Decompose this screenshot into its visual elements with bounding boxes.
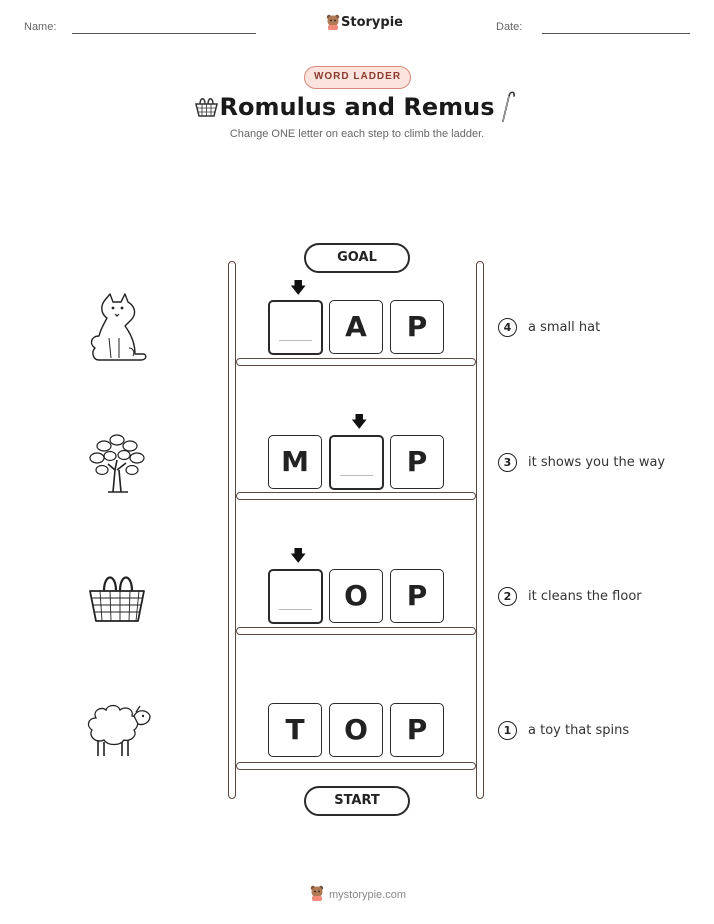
- storypie-logo-icon: [310, 885, 324, 901]
- footer-url[interactable]: mystorypie.com: [329, 889, 407, 901]
- letter-tile: A: [329, 300, 383, 354]
- clue-text: a toy that spins: [528, 723, 630, 738]
- step-number: 3: [498, 453, 517, 472]
- instructions: Change ONE letter on each step to climb …: [229, 128, 485, 140]
- change-arrow-icon: 🡇: [290, 280, 307, 297]
- name-label: Name:: [24, 21, 57, 33]
- word-ladder-badge: WORD LADDER: [304, 66, 411, 89]
- tree-icon: [86, 430, 148, 494]
- letter-tile: T: [268, 703, 322, 757]
- letter-blank[interactable]: [268, 300, 323, 355]
- clue-text: it cleans the floor: [528, 589, 642, 604]
- letter-tile: P: [390, 300, 444, 354]
- change-arrow-icon: 🡇: [351, 414, 368, 431]
- ladder-rung: [236, 627, 476, 635]
- letter-tile: P: [390, 569, 444, 623]
- basket-icon: [193, 94, 220, 118]
- page-title: Romulus and Remus: [219, 93, 495, 121]
- name-line[interactable]: [72, 33, 256, 34]
- ladder-rail-left: [228, 261, 236, 799]
- clue-text: it shows you the way: [528, 455, 666, 470]
- date-label: Date:: [496, 21, 523, 33]
- letter-tile: M: [268, 435, 322, 489]
- ladder-rung: [236, 762, 476, 770]
- ladder-rail-right: [476, 261, 484, 799]
- wolf-icon: [85, 292, 149, 364]
- step-number: 2: [498, 587, 517, 606]
- change-arrow-icon: 🡇: [290, 548, 307, 565]
- storypie-logo-icon: [326, 14, 340, 30]
- letter-tile: O: [329, 569, 383, 623]
- letter-tile: P: [390, 435, 444, 489]
- date-line[interactable]: [542, 33, 690, 34]
- basket-icon: [86, 569, 148, 625]
- letter-blank[interactable]: [268, 569, 323, 624]
- sheep-icon: [84, 700, 152, 760]
- brand-name: Storypie: [341, 15, 403, 30]
- letter-blank[interactable]: [329, 435, 384, 490]
- letter-tile: O: [329, 703, 383, 757]
- clue-text: a small hat: [528, 320, 601, 335]
- step-number: 1: [498, 721, 517, 740]
- ladder-rung: [236, 492, 476, 500]
- step-number: 4: [498, 318, 517, 337]
- start-label: START: [304, 786, 410, 816]
- ladder-rung: [236, 358, 476, 366]
- letter-tile: P: [390, 703, 444, 757]
- goal-label: GOAL: [304, 243, 410, 273]
- staff-icon: [498, 90, 516, 122]
